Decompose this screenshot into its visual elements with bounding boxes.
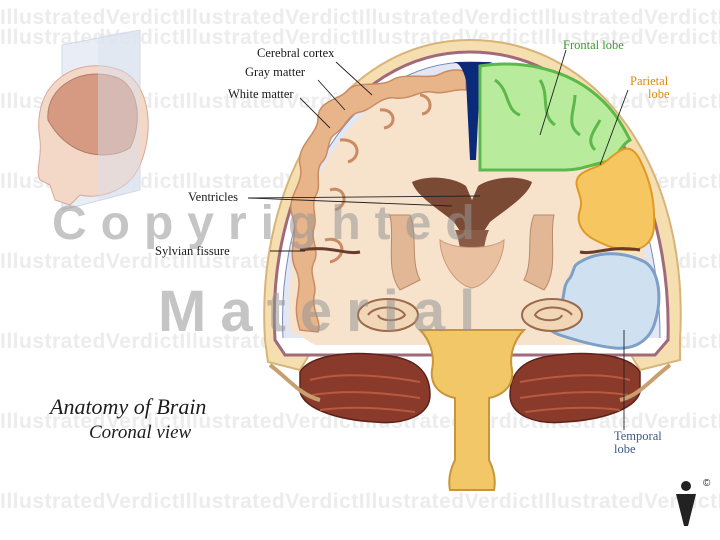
watermark-material: Material bbox=[158, 279, 490, 344]
lateral-ventricles bbox=[412, 177, 532, 240]
label-gray-matter: Gray matter bbox=[245, 65, 306, 79]
label-ventricles: Ventricles bbox=[188, 190, 238, 204]
diagram-title: Anatomy of Brain bbox=[50, 394, 207, 419]
illustrated-verdict-logo bbox=[676, 481, 696, 526]
label-cerebral-cortex: Cerebral cortex bbox=[257, 46, 335, 60]
head-inset bbox=[37, 29, 149, 211]
label-temporal-lobe: Temporal lobe bbox=[614, 430, 662, 456]
label-frontal-lobe: Frontal lobe bbox=[563, 38, 624, 52]
label-sylvian-fissure: Sylvian fissure bbox=[155, 244, 230, 258]
watermark-row: IllustratedVerdictIllustratedVerdictIllu… bbox=[0, 6, 720, 29]
label-parietal-line2: lobe bbox=[648, 87, 670, 101]
watermark-row: IllustratedVerdictIllustratedVerdictIllu… bbox=[0, 26, 720, 49]
label-temporal-line2: lobe bbox=[614, 442, 636, 456]
diagram-subtitle: Coronal view bbox=[89, 422, 192, 443]
label-temporal-line1: Temporal bbox=[614, 429, 662, 443]
label-white-matter: White matter bbox=[228, 87, 294, 101]
copyright-symbol: © bbox=[703, 478, 711, 489]
leader-lines bbox=[247, 49, 629, 430]
frontal-lobe bbox=[478, 62, 633, 172]
watermark-copyrighted: Copyrighted bbox=[52, 197, 489, 250]
hippocampus bbox=[357, 298, 583, 332]
parietal-lobe bbox=[575, 147, 656, 252]
label-parietal-line1: Parietal bbox=[630, 74, 669, 88]
brainstem bbox=[417, 329, 527, 491]
label-parietal-lobe: Parietal lobe bbox=[630, 75, 670, 101]
longitudinal-fissure bbox=[452, 62, 494, 160]
watermark-row: IllustratedVerdictIllustratedVerdictIllu… bbox=[0, 490, 720, 513]
cerebellum bbox=[299, 352, 641, 424]
